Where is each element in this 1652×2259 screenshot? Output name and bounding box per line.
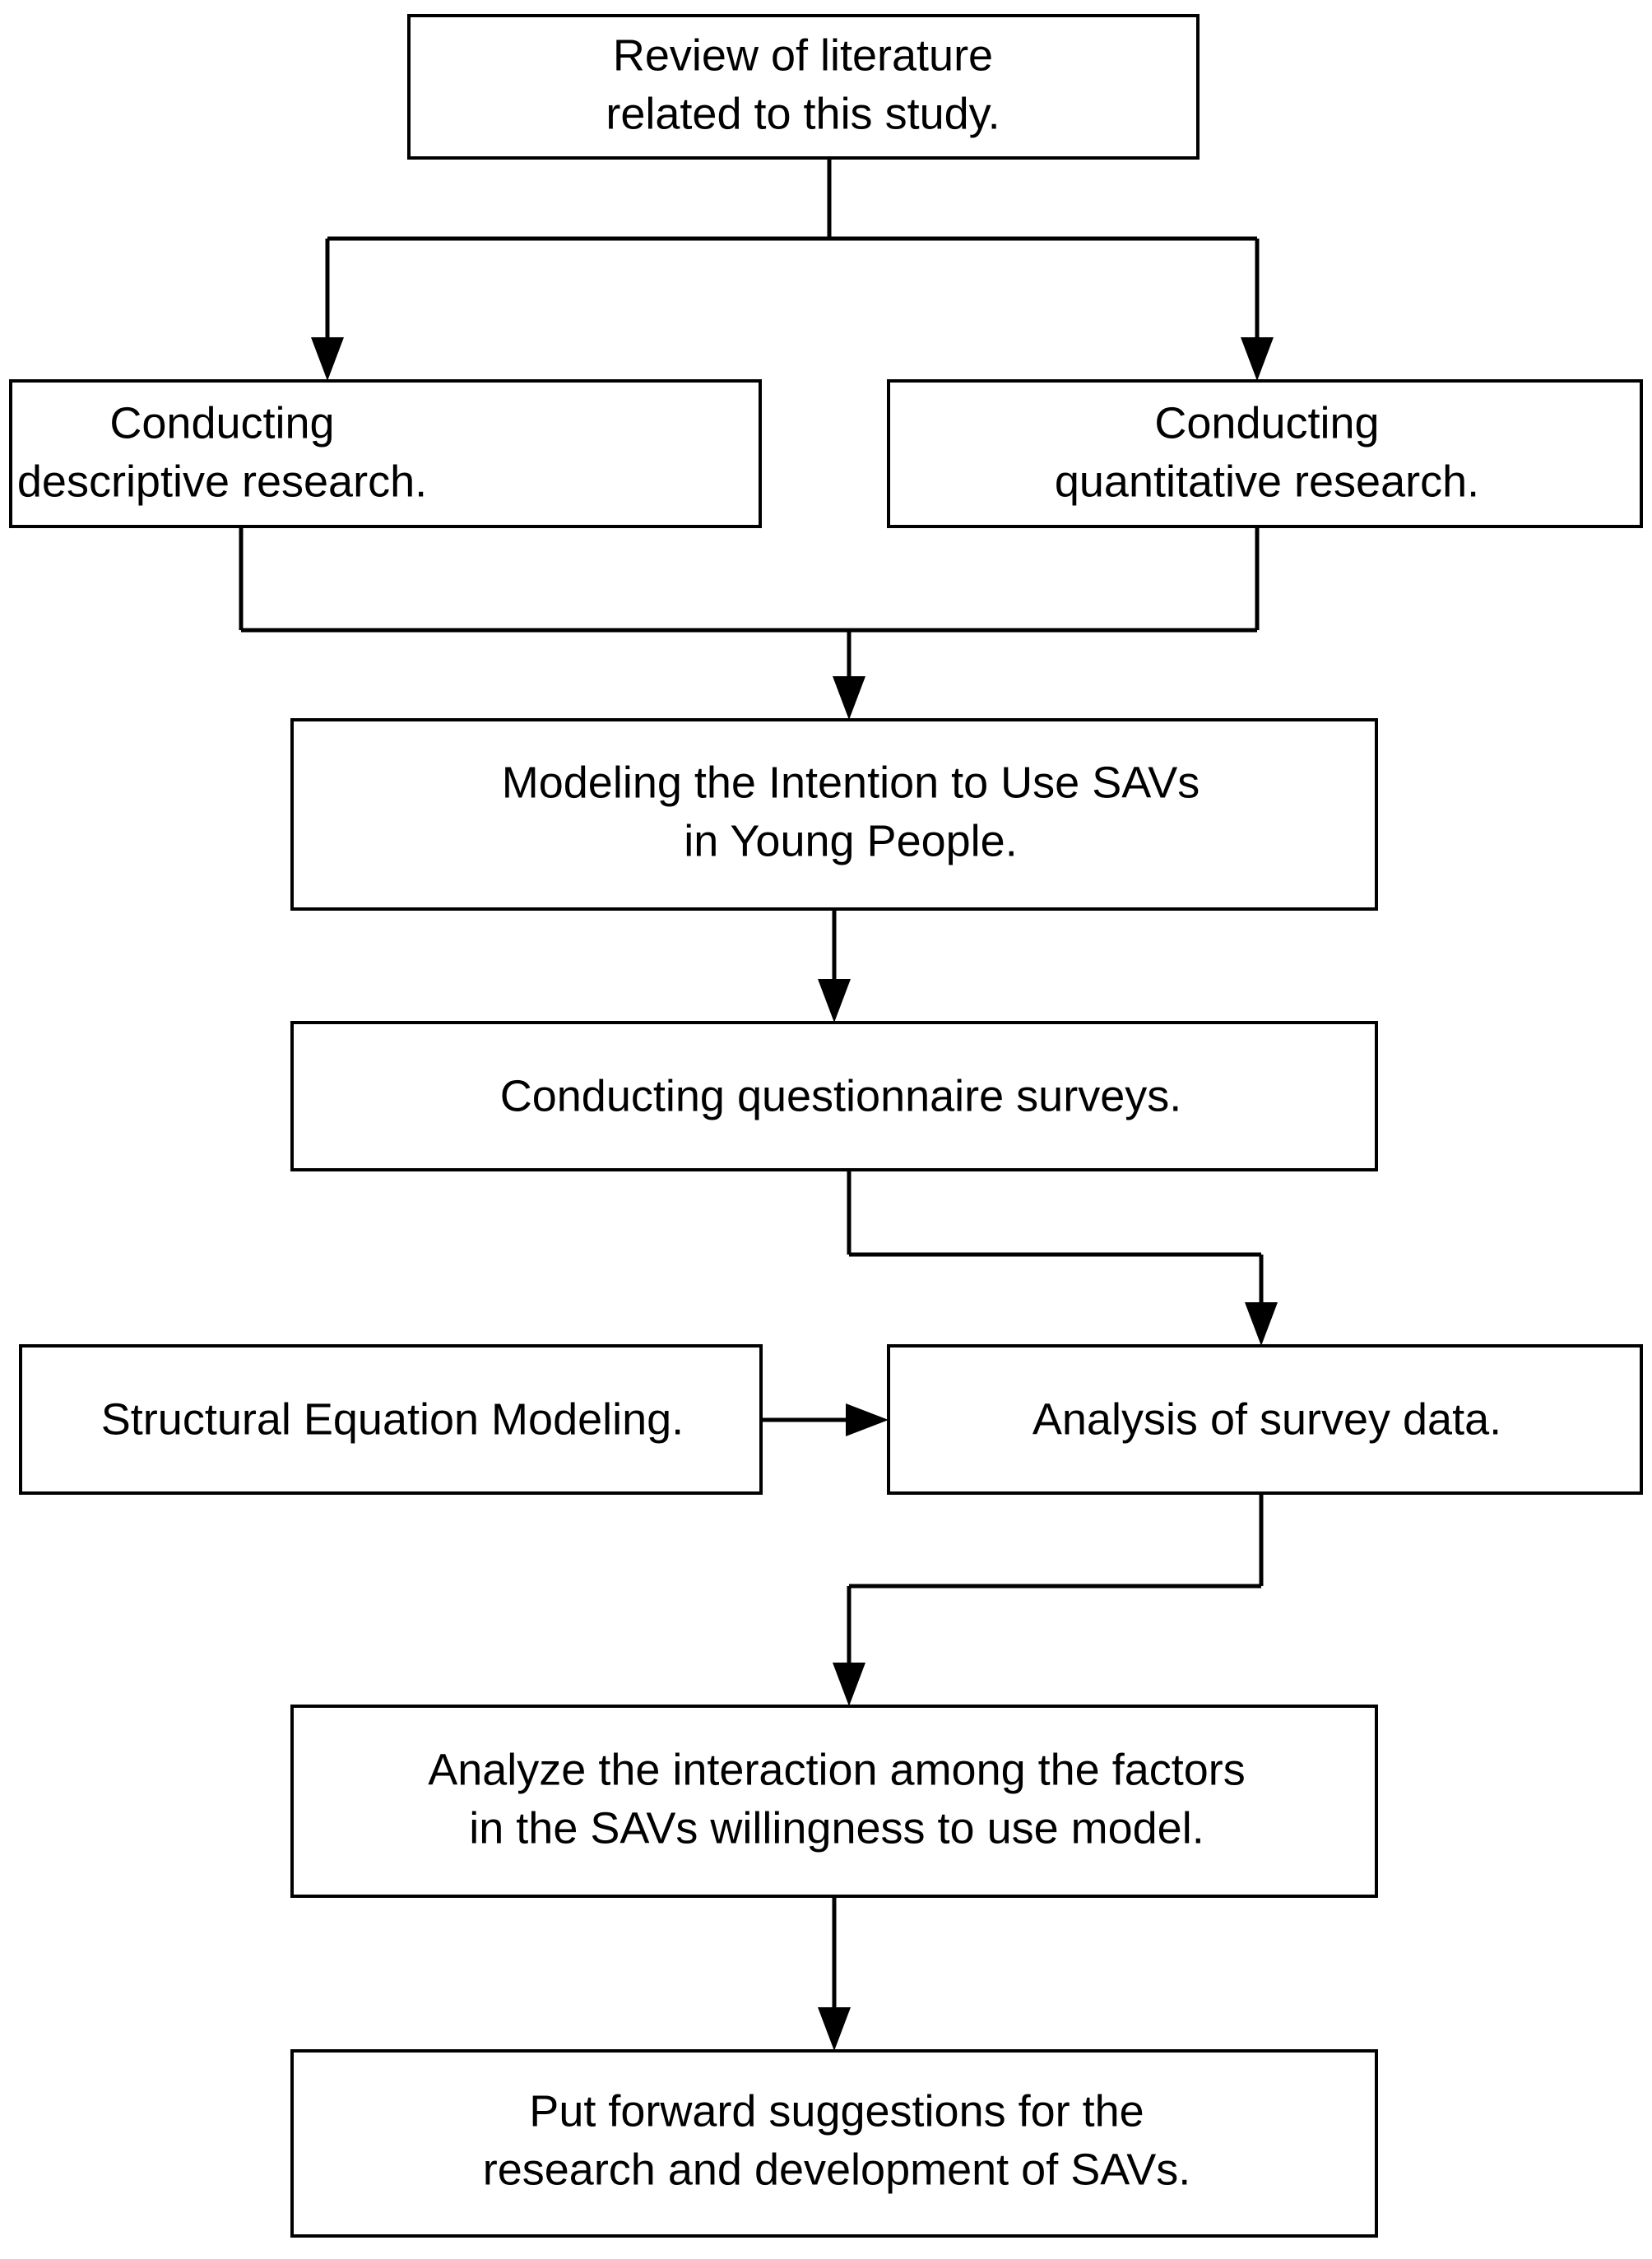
descriptive-research-box[interactable] [9, 379, 762, 528]
questionnaire-surveys-line-1: Conducting questionnaire surveys. [500, 1071, 1181, 1120]
analysis-survey-data-node[interactable]: Analysis of survey data. [887, 1344, 1643, 1495]
structural-equation-modeling-line-1: Structural Equation Modeling. [101, 1394, 684, 1444]
structural-equation-modeling-box[interactable] [19, 1344, 763, 1495]
edge-branch-to-descriptive [311, 239, 344, 381]
put-forward-suggestions-line-2: research and development of SAVs. [483, 2145, 1191, 2194]
modeling-intention-line-2: in Young People. [684, 816, 1017, 865]
edge-modeling-to-questionnaire [818, 909, 851, 1023]
modeling-intention-box[interactable] [290, 718, 1378, 911]
edge-merge-to-modeling [239, 526, 1260, 720]
edge-analysis-to-analyze [833, 1493, 1264, 1706]
descriptive-research-line-2: descriptive research. [17, 457, 427, 506]
analysis-survey-data-box[interactable] [887, 1344, 1643, 1495]
structural-equation-modeling-node[interactable]: Structural Equation Modeling. [19, 1344, 763, 1495]
descriptive-research-line-1: Conducting [109, 398, 334, 448]
analyze-interaction-box[interactable] [290, 1705, 1378, 1898]
analyze-interaction-line-2: in the SAVs willingness to use model. [469, 1803, 1204, 1853]
literature-review-line-1: Review of literature [613, 30, 993, 80]
questionnaire-surveys-node[interactable]: Conducting questionnaire surveys. [290, 1021, 1378, 1171]
modeling-intention-line-1: Modeling the Intention to Use SAVs [502, 758, 1200, 807]
quantitative-research-node[interactable]: Conducting quantitative research. [887, 379, 1643, 528]
questionnaire-surveys-box[interactable] [290, 1021, 1378, 1171]
quantitative-research-line-2: quantitative research. [1055, 457, 1479, 506]
modeling-intention-node[interactable]: Modeling the Intention to Use SAVs in Yo… [290, 718, 1378, 911]
analysis-survey-data-line-1: Analysis of survey data. [1032, 1394, 1501, 1444]
edge-questionnaire-to-analysis [847, 1170, 1278, 1346]
literature-review-line-2: related to this study. [606, 89, 1000, 138]
edge-sem-to-analysis [761, 1403, 889, 1436]
literature-review-node[interactable]: Review of literature related to this stu… [407, 14, 1200, 160]
quantitative-research-box[interactable] [887, 379, 1643, 528]
edge-analyze-to-suggestions [818, 1896, 851, 2051]
put-forward-suggestions-node[interactable]: Put forward suggestions for the research… [290, 2049, 1378, 2238]
edge-literature-to-branch [327, 158, 1257, 241]
analyze-interaction-node[interactable]: Analyze the interaction among the factor… [290, 1705, 1378, 1898]
literature-review-box[interactable] [407, 14, 1200, 160]
analyze-interaction-line-1: Analyze the interaction among the factor… [428, 1745, 1246, 1794]
edge-branch-to-quantitative [1241, 239, 1274, 381]
put-forward-suggestions-line-1: Put forward suggestions for the [529, 2086, 1144, 2136]
descriptive-research-node[interactable]: Conducting descriptive research. [9, 379, 762, 528]
quantitative-research-line-1: Conducting [1154, 398, 1379, 448]
put-forward-suggestions-box[interactable] [290, 2049, 1378, 2238]
